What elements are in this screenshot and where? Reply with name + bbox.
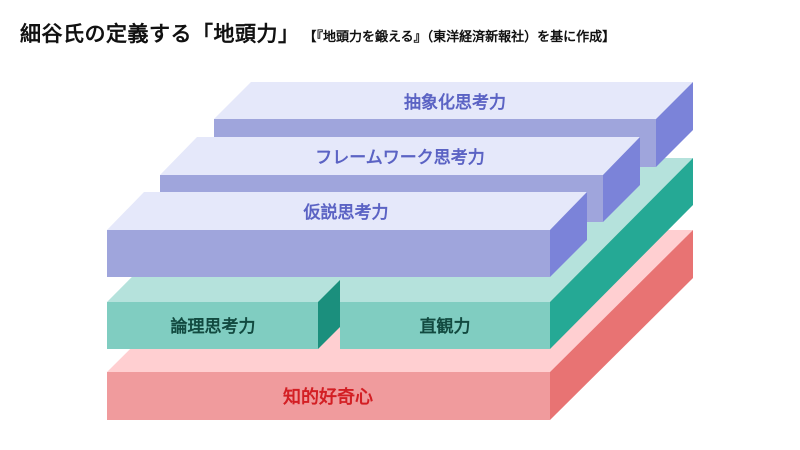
block-intuition-front [340, 302, 550, 349]
block-framework-top [160, 137, 640, 175]
block-hypothesis-side [550, 192, 587, 277]
block-curiosity-label: 知的好奇心 [283, 386, 373, 408]
block-hypothesis-top [107, 192, 587, 230]
block-abstraction-side [656, 82, 693, 167]
title-row: 細谷氏の定義する「地頭力」 【『地頭力を鍛える』（東洋経済新報社）を基に作成】 [20, 18, 615, 48]
block-framework-label: フレームワーク思考力 [315, 147, 485, 168]
block-hypothesis: 仮説思考力 [107, 192, 587, 277]
block-logical-label: 論理思考力 [171, 316, 256, 337]
source-note: 【『地頭力を鍛える』（東洋経済新報社）を基に作成】 [303, 30, 616, 45]
block-abstraction-top [214, 82, 693, 119]
block-intuition-label: 直観力 [420, 316, 471, 337]
block-curiosity-side [550, 230, 693, 420]
block-framework-side [603, 137, 640, 222]
block-abstraction-label: 抽象化思考力 [404, 92, 506, 113]
block-logical-side [318, 280, 340, 349]
block-logical-front [107, 302, 318, 349]
block-teal-side [550, 158, 693, 349]
page-title: 細谷氏の定義する「地頭力」 [20, 22, 300, 46]
block-hypothesis-front [107, 230, 550, 277]
block-curiosity-front [107, 372, 550, 420]
block-hypothesis-label: 仮説思考力 [303, 202, 389, 223]
